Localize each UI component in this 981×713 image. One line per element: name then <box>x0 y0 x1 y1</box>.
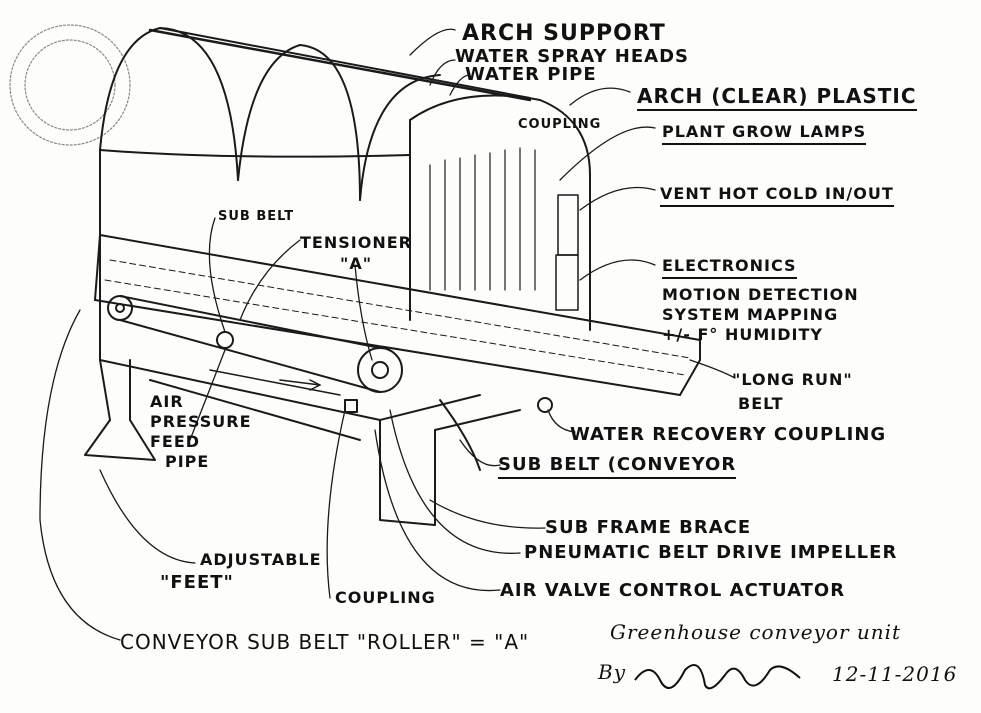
label-tensioner: TENSIONER <box>300 233 412 252</box>
label-electronics-detail-2: SYSTEM MAPPING <box>662 305 839 324</box>
stamp <box>9 24 131 146</box>
electronics-box <box>555 254 579 311</box>
signature-by: By <box>598 660 626 684</box>
label-water-spray-heads: WATER SPRAY HEADS <box>455 46 690 67</box>
label-feet: "FEET" <box>160 572 234 593</box>
label-coupling-bottom: COUPLING <box>335 588 436 607</box>
sub-belt <box>107 295 403 393</box>
long-run-belt <box>94 234 701 396</box>
drive-roller <box>357 347 403 393</box>
signature-mark <box>634 664 801 690</box>
tensioner-roller <box>216 331 234 349</box>
label-air-pressure-4: PIPE <box>165 452 210 471</box>
label-sub-belt-conveyor: SUB BELT (CONVEYOR <box>498 455 737 479</box>
label-adjustable: ADJUSTABLE <box>200 550 322 569</box>
signature-title: Greenhouse conveyor unit <box>610 620 902 644</box>
label-sub-frame-brace: SUB FRAME BRACE <box>545 517 752 538</box>
label-sub-belt: SUB BELT <box>218 209 295 224</box>
vent <box>557 194 579 256</box>
label-vent: VENT HOT COLD IN/OUT <box>660 185 894 207</box>
signature-date: 12-11-2016 <box>832 662 958 686</box>
label-electronics-detail-1: MOTION DETECTION <box>662 285 859 304</box>
label-tensioner-a: "A" <box>340 254 373 273</box>
label-water-pipe: WATER PIPE <box>465 64 597 85</box>
plant-grow-lamps <box>429 147 536 291</box>
label-arch-support: ARCH SUPPORT <box>462 21 666 46</box>
sub-frame <box>84 329 553 526</box>
roller-a-left <box>107 295 133 321</box>
label-roller-a: CONVEYOR SUB BELT "ROLLER" = "A" <box>120 630 530 654</box>
label-water-recovery: WATER RECOVERY COUPLING <box>570 424 887 445</box>
label-air-pressure-1: AIR <box>150 392 184 411</box>
label-electronics: ELECTRONICS <box>662 257 797 279</box>
label-long-run-1: "LONG RUN" <box>732 370 853 389</box>
label-air-pressure-2: PRESSURE <box>150 412 252 431</box>
label-air-pressure-3: FEED <box>150 432 201 451</box>
label-electronics-detail-3: +/- F° HUMIDITY <box>662 325 823 344</box>
label-plant-grow-lamps: PLANT GROW LAMPS <box>662 123 867 145</box>
label-arch-clear-plastic: ARCH (CLEAR) PLASTIC <box>637 86 917 111</box>
label-coupling-top: COUPLING <box>518 117 602 132</box>
label-long-run-2: BELT <box>738 394 784 413</box>
label-pneumatic-drive: PNEUMATIC BELT DRIVE IMPELLER <box>524 542 898 563</box>
leader-lines <box>39 28 736 641</box>
label-air-valve: AIR VALVE CONTROL ACTUATOR <box>500 580 846 601</box>
